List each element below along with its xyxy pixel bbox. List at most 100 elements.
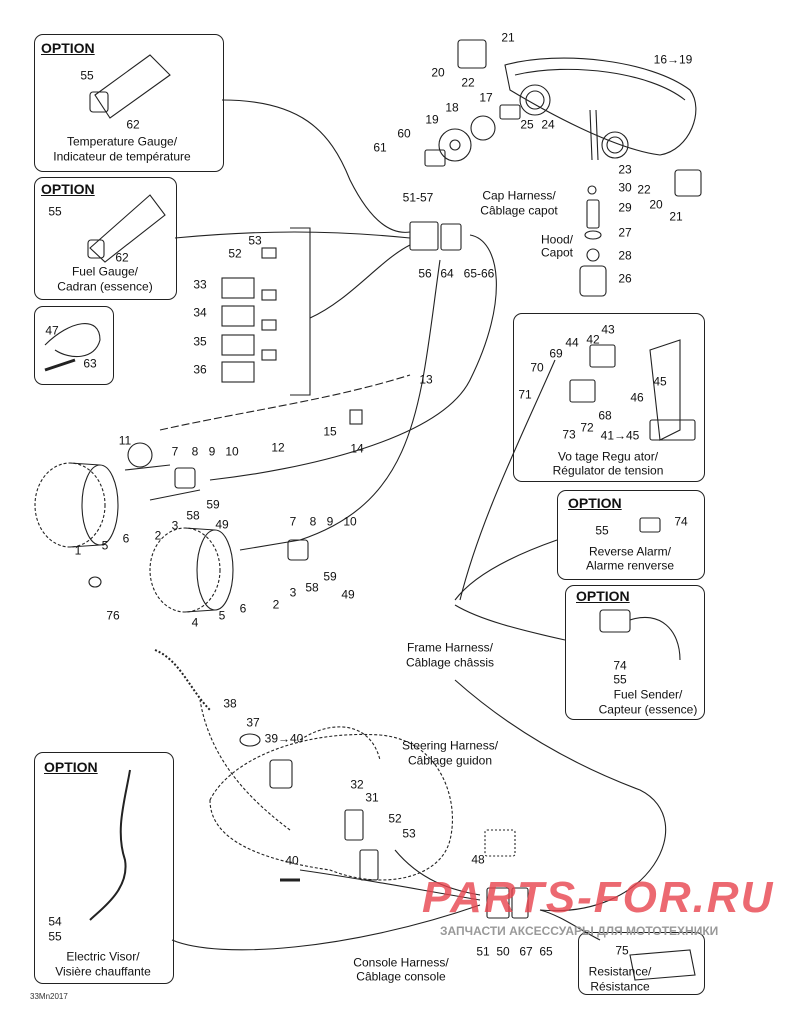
callout-label: 48 [471,852,485,867]
callout-label: 70 [530,360,544,375]
electric-visor-option-box [34,752,174,984]
callout-label: 7 [171,444,179,459]
callout-label: 40 [285,853,299,868]
option-part-drawings [44,54,696,981]
callout-label: 52 [388,811,402,826]
callout-label: 15 [323,424,337,439]
callout-label: 21 [501,30,515,45]
callout-label: 10 [225,444,239,459]
reverse-alarm-option-box [557,490,705,580]
callout-label: 69 [549,346,563,361]
callout-label: Steering Harness/ [401,738,499,753]
switch-parts [221,227,311,396]
callout-label: 44 [565,335,579,350]
callout-label: Capot [540,245,574,260]
fuel-gauge-option-box [34,177,177,300]
callout-label: 74 [674,514,688,529]
connectors [154,649,529,919]
option-heading: OPTION [41,181,95,197]
callout-label: 25 [520,117,534,132]
callout-label: 73 [562,427,576,442]
callout-label: 58 [186,508,200,523]
callout-label: 36 [193,362,207,377]
callout-label: Indicateur de température [53,149,191,164]
callout-label: 20 [649,197,663,212]
fuel-sender-option-box [565,585,705,720]
callout-label: 18 [445,100,459,115]
callout-label: 22 [461,75,475,90]
callout-label: 53 [402,826,416,841]
callout-label: 74 [613,658,627,673]
callout-label: 55 [48,204,62,219]
callout-label: Console Harness/ [353,955,449,970]
callout-label: Temperature Gauge/ [66,134,178,149]
callout-label: 59 [323,569,337,584]
callout-label: Resistance/ [588,964,652,979]
callout-label: 55 [595,523,609,538]
callout-label: 62 [126,117,140,132]
callout-label: Câblage guidon [407,753,493,768]
callout-label: Câblage châssis [405,655,495,670]
watermark-logo: PARTS-FOR.RU [422,873,775,922]
callout-label: 75 [615,943,629,958]
steering-console [209,726,453,881]
callout-label: 51 [476,944,490,959]
callout-label: Capteur (essence) [598,702,698,717]
callout-label: 38 [223,696,237,711]
callout-label: 45 [653,374,667,389]
callout-label: 3 [289,585,297,600]
callout-label: Visière chauffante [55,964,151,979]
callout-label: 9 [208,444,216,459]
callout-label: 54 [48,914,62,929]
callout-label: 76 [106,608,120,623]
option-heading: OPTION [576,588,630,604]
callout-label: 55 [80,68,94,83]
callout-label: 19 [425,112,439,127]
watermark-tagline: ЗАПЧАСТИ АКСЕССУАРЫ ДЛЯ МОТОТЕХНИКИ [440,924,719,938]
callout-label: 43 [601,322,615,337]
callout-label: 52 [228,246,242,261]
callout-label: 46 [630,390,644,405]
callout-label: 65-66 [463,266,495,281]
callout-label: 10 [343,514,357,529]
callout-label: 31 [365,790,379,805]
callout-label: 8 [309,514,317,529]
callout-label: Fuel Gauge/ [71,264,139,279]
callout-label: 13 [419,372,433,387]
callout-label: 14 [350,441,364,456]
callout-label: Hood/ [540,232,574,247]
callout-label: 3 [171,518,179,533]
resistance-box [578,932,705,995]
callout-label: Electric Visor/ [66,949,140,964]
callout-label: 65 [539,944,553,959]
callout-label: Alarme renverse [585,558,675,573]
callout-label: 5 [101,538,109,553]
figure-reference: 33Mn2017 [30,992,68,1001]
callout-label: 12 [271,440,285,455]
callout-label: 41→45 [600,428,640,443]
callout-label: 2 [272,597,280,612]
option-heading: OPTION [41,40,95,56]
callout-label: 2 [154,528,162,543]
callout-label: 26 [618,271,632,286]
callout-label: 4 [191,615,199,630]
callout-label: 27 [618,225,632,240]
callout-label: 28 [618,248,632,263]
headlight-assembly [409,39,702,297]
callout-label: 17 [479,90,493,105]
callout-label: 22 [637,182,651,197]
callout-label: 67 [519,944,533,959]
callout-label: 60 [397,126,411,141]
callout-label: Cap Harness/ [482,188,556,203]
callout-label: Régulator de tension [552,463,664,478]
callout-label: Résistance [590,979,650,994]
callout-label: 11 [118,433,132,448]
callout-label: Câblage capot [480,203,558,218]
callout-label: Fuel Sender/ [613,687,683,702]
callout-label: 72 [580,420,594,435]
callout-label: 21 [669,209,683,224]
callout-label: 68 [598,408,612,423]
callout-label: Cadran (essence) [57,279,153,294]
callout-label: 32 [350,777,364,792]
voltage-regulator-box [513,313,705,482]
